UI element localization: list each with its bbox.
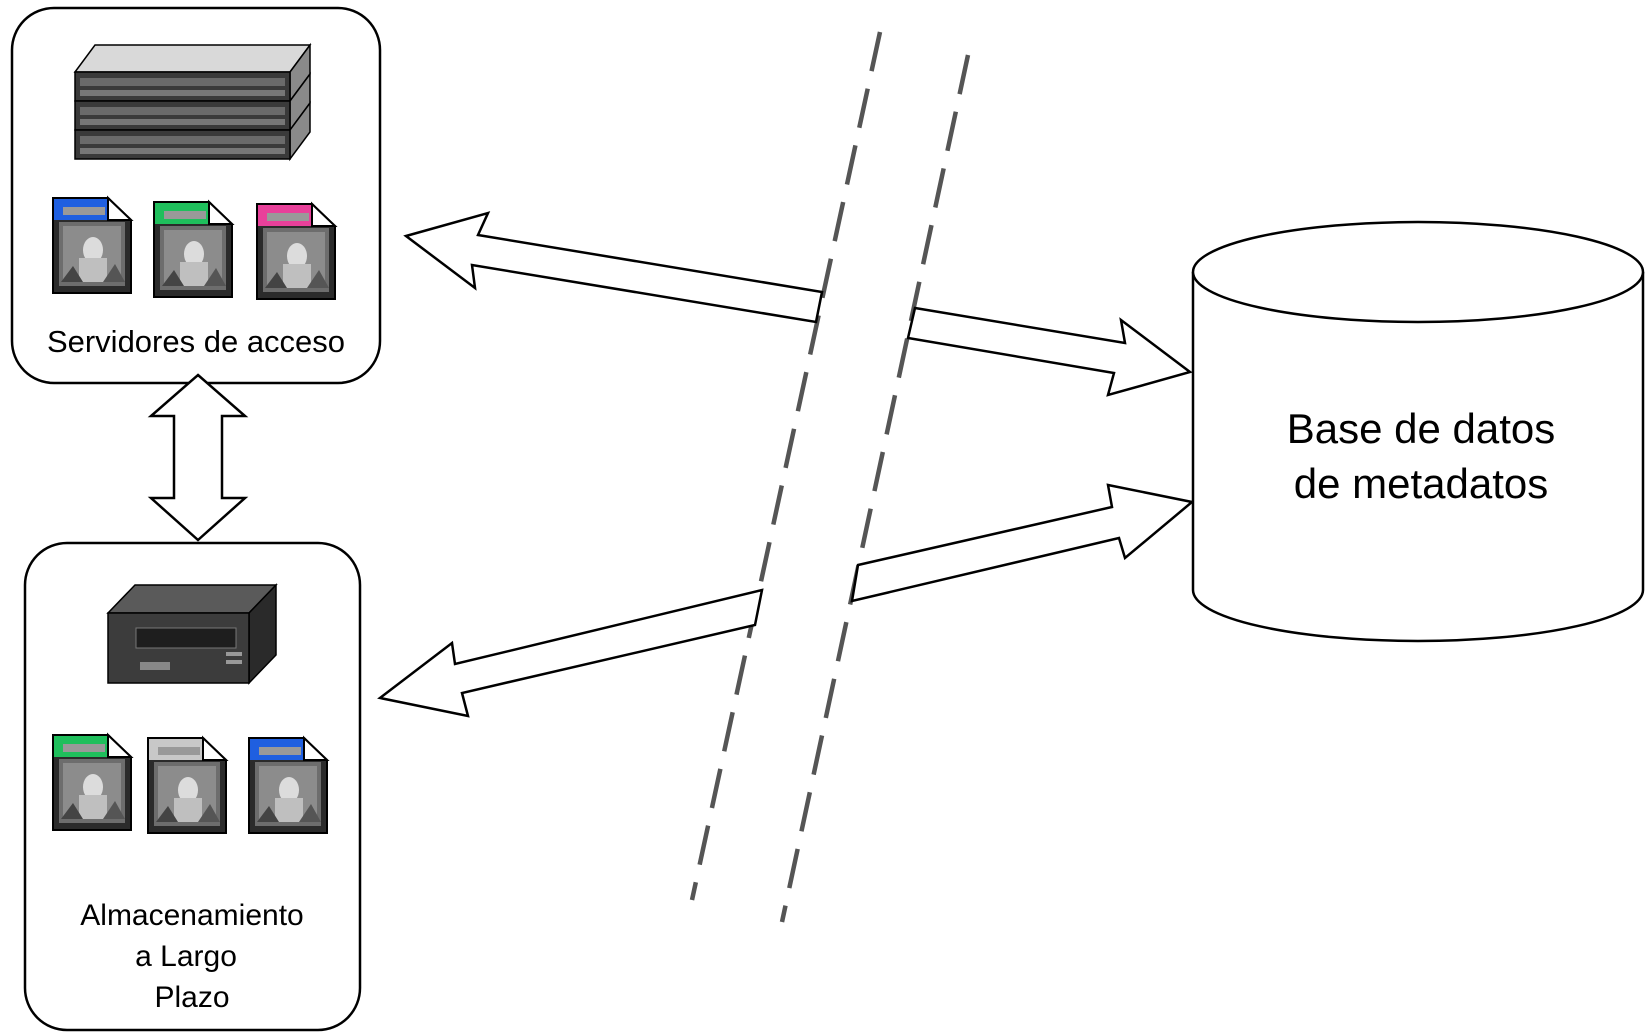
- bidirectional-arrow-vertical: [147, 373, 249, 542]
- metadata-database-node: Base de datos de metadatos: [1191, 220, 1645, 643]
- file-icon: [147, 735, 229, 834]
- arrow-servers-database: [403, 211, 1193, 397]
- storage-label-line: a Largo: [135, 940, 237, 973]
- server-rack-icon: [73, 42, 312, 162]
- access-servers-node: Servidores de acceso: [10, 6, 382, 385]
- database-label-line: Base de datos: [1287, 405, 1556, 452]
- file-icon: [52, 195, 134, 294]
- storage-label-line: Plazo: [154, 981, 229, 1014]
- network-boundary-separator: [689, 31, 971, 923]
- file-icon: [248, 735, 330, 834]
- file-icon: [153, 199, 235, 298]
- database-label-line: de metadatos: [1294, 460, 1549, 507]
- access-servers-label: Servidores de acceso: [47, 324, 345, 359]
- tape-drive-icon: [106, 583, 278, 685]
- long-term-storage-node: Almacenamiento a Largo Plazo: [23, 541, 362, 1032]
- storage-label-line: Almacenamiento: [80, 899, 303, 932]
- arrow-storage-database: [377, 483, 1195, 718]
- file-icon: [256, 201, 338, 300]
- file-icon: [52, 732, 134, 831]
